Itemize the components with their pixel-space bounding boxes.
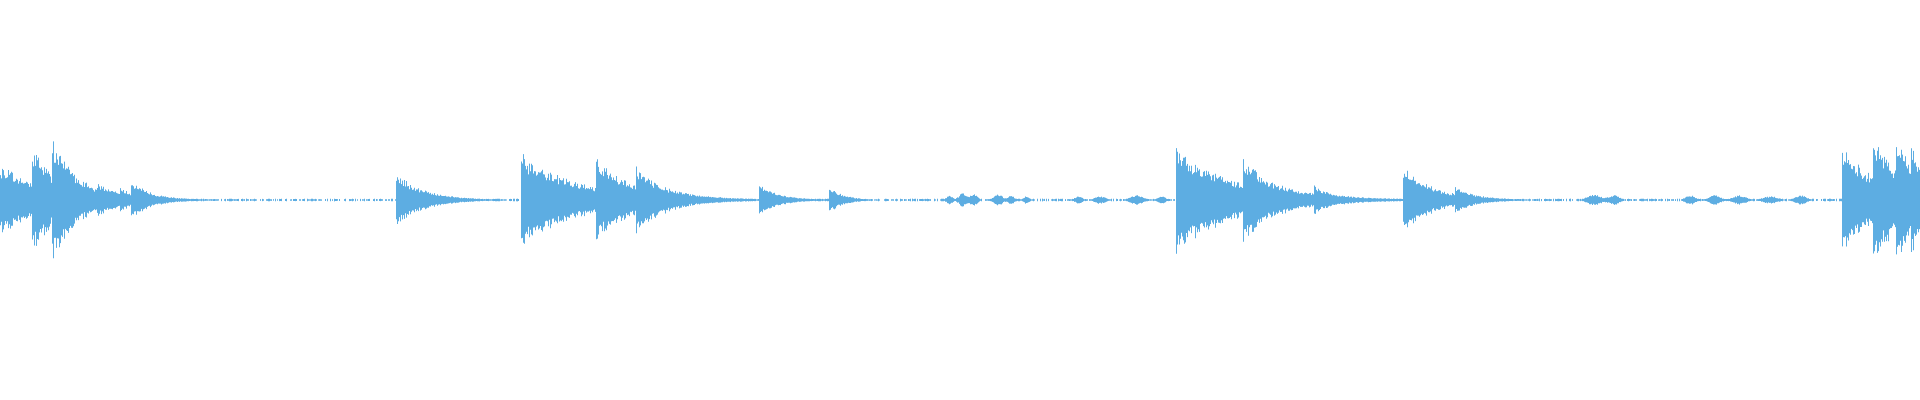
waveform-trace [0,141,1920,259]
